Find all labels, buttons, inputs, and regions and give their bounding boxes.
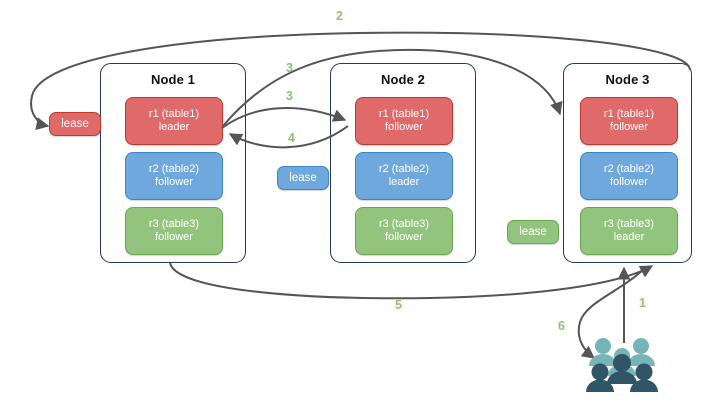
edge-label-1: 1: [639, 296, 646, 310]
replica-r3[interactable]: r3 (table3) follower: [125, 207, 223, 255]
replica-name: r3 (table3): [603, 217, 655, 230]
edge-label-6: 6: [558, 319, 565, 333]
replica-r1[interactable]: r1 (table1) follower: [355, 97, 453, 145]
edge-label-3a: 3: [286, 61, 293, 75]
replica-name: r2 (table2): [603, 162, 655, 175]
replica-role: leader: [388, 176, 420, 188]
node-title: Node 3: [605, 72, 650, 87]
lease-label: lease: [519, 226, 547, 238]
node-box-node3[interactable]: Node 3 r1 (table1) follower r2 (table2) …: [563, 63, 692, 263]
replica-name: r1 (table1): [378, 107, 430, 120]
edge-label-3b: 3: [286, 89, 293, 103]
replica-name: r2 (table2): [148, 162, 200, 175]
replica-r2[interactable]: r2 (table2) follower: [125, 152, 223, 200]
replica-role: follower: [610, 176, 648, 188]
replica-name: r1 (table1): [603, 107, 655, 120]
node-box-node1[interactable]: Node 1 r1 (table1) leader r2 (table2) fo…: [100, 63, 246, 263]
replica-r2[interactable]: r2 (table2) leader: [355, 152, 453, 200]
replica-r2[interactable]: r2 (table2) follower: [580, 152, 678, 200]
replica-role: leader: [613, 231, 645, 243]
node-box-node2[interactable]: Node 2 r1 (table1) follower r2 (table2) …: [330, 63, 476, 263]
replica-role: leader: [158, 121, 190, 133]
replica-r3[interactable]: r3 (table3) leader: [580, 207, 678, 255]
replica-name: r3 (table3): [378, 217, 430, 230]
replica-role: follower: [610, 121, 648, 133]
replica-role: follower: [155, 176, 193, 188]
users-icon: [586, 338, 658, 392]
lease-badge-green[interactable]: lease: [507, 220, 559, 244]
edge-label-4: 4: [288, 131, 295, 145]
replica-r3[interactable]: r3 (table3) follower: [355, 207, 453, 255]
replica-r1[interactable]: r1 (table1) follower: [580, 97, 678, 145]
edge-label-2: 2: [336, 9, 343, 23]
replica-r1[interactable]: r1 (table1) leader: [125, 97, 223, 145]
lease-badge-red[interactable]: lease: [49, 112, 101, 136]
replica-role: follower: [385, 121, 423, 133]
replica-name: r2 (table2): [378, 162, 430, 175]
node-title: Node 1: [151, 72, 195, 87]
replica-name: r3 (table3): [148, 217, 200, 230]
lease-badge-blue[interactable]: lease: [277, 166, 329, 190]
lease-label: lease: [61, 118, 89, 130]
replica-name: r1 (table1): [148, 107, 200, 120]
node-title: Node 2: [381, 72, 425, 87]
edge-label-5: 5: [395, 298, 402, 312]
replica-role: follower: [385, 231, 423, 243]
lease-label: lease: [289, 172, 317, 184]
edge-5-node1-to-node3: [169, 262, 654, 300]
replica-role: follower: [155, 231, 193, 243]
